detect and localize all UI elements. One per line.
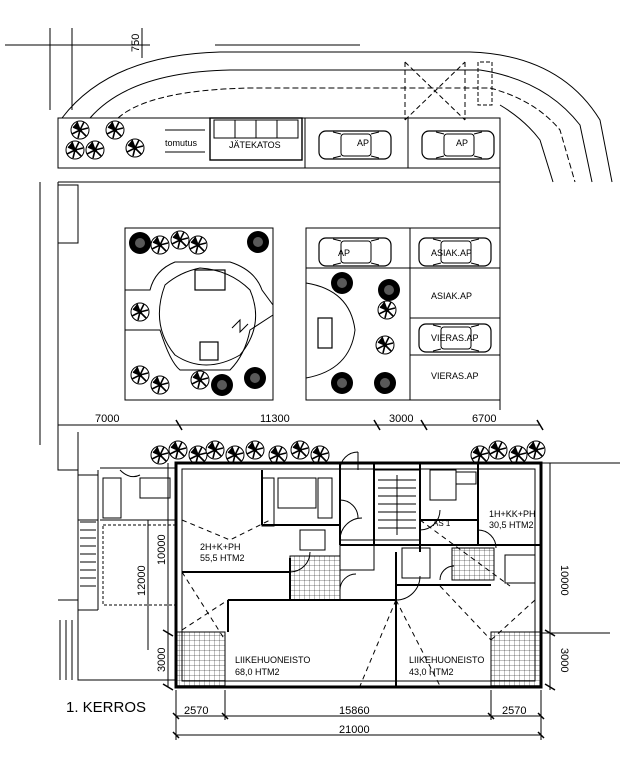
parking-label-vieras-2: VIERAS.AP xyxy=(431,371,479,381)
dim-right-3000: 3000 xyxy=(558,648,570,672)
shop-b-name: LIIKEHUONEISTO xyxy=(409,655,484,665)
dim-bottom-15860: 15860 xyxy=(339,705,370,717)
dim-bottom-21000: 21000 xyxy=(339,724,370,736)
drawing-title: 1. KERROS xyxy=(66,699,146,716)
dimension-left: 10000 12000 3000 xyxy=(136,463,174,691)
parking-label-ap-2: AP xyxy=(456,138,468,148)
dimension-row-top: 7000 11300 3000 6700 xyxy=(58,413,544,431)
road-curves xyxy=(5,28,613,183)
service-strip: tomutus JÄTEKATOS AP AP xyxy=(57,117,501,169)
dim-3000-label: 3000 xyxy=(389,413,413,425)
dim-750-label: 750 xyxy=(130,34,142,52)
wet-rooms xyxy=(261,469,536,601)
dim-left-12000: 12000 xyxy=(136,565,148,596)
as-label: AS 1 xyxy=(433,519,451,528)
door-swings xyxy=(289,451,497,601)
apt-a-area: 55,5 HTM2 xyxy=(200,553,245,563)
dim-6700-label: 6700 xyxy=(472,413,496,425)
parking-label-ap-3: AP xyxy=(338,248,350,258)
playground xyxy=(124,227,274,401)
dim-bottom-2570-right: 2570 xyxy=(502,705,526,717)
shop-a-name: LIIKEHUONEISTO xyxy=(235,655,310,665)
stairwell xyxy=(373,469,421,541)
dim-11300-label: 11300 xyxy=(260,413,290,425)
shop-b-area: 43,0 HTM2 xyxy=(409,667,454,677)
dimension-750: 750 xyxy=(130,28,143,58)
shop-a-area: 68,0 HTM2 xyxy=(235,667,280,677)
dimension-bottom: 2570 15860 2570 21000 xyxy=(172,690,545,740)
apt-a-type: 2H+K+PH xyxy=(200,542,241,552)
room-labels: 2H+K+PH 55,5 HTM2 1H+KK+PH 30,5 HTM2 LII… xyxy=(200,509,536,677)
dim-right-10000: 10000 xyxy=(558,565,570,596)
tomutus-label: tomutus xyxy=(165,138,198,148)
apt-b-area: 30,5 HTM2 xyxy=(489,520,534,530)
parking-label-asiak-1: ASIAK.AP xyxy=(431,248,472,258)
parking-label-ap-1: AP xyxy=(357,138,369,148)
dim-left-3000: 3000 xyxy=(156,648,168,672)
parking-label-asiak-2: ASIAK.AP xyxy=(431,291,472,301)
dim-bottom-2570-left: 2570 xyxy=(184,705,208,717)
right-parking: AP ASIAK.AP ASIAK.AP VIERAS.AP VIERAS.AP xyxy=(305,227,501,401)
dim-left-10000: 10000 xyxy=(156,534,168,565)
dimension-right: 10000 3000 xyxy=(541,462,620,691)
parking-label-vieras-1: VIERAS.AP xyxy=(431,333,479,343)
apt-b-type: 1H+KK+PH xyxy=(489,509,536,519)
dim-7000-label: 7000 xyxy=(95,413,119,425)
hedge-row xyxy=(150,440,546,465)
jatekatos-label: JÄTEKATOS xyxy=(229,140,281,150)
dashed-lines xyxy=(181,519,536,687)
